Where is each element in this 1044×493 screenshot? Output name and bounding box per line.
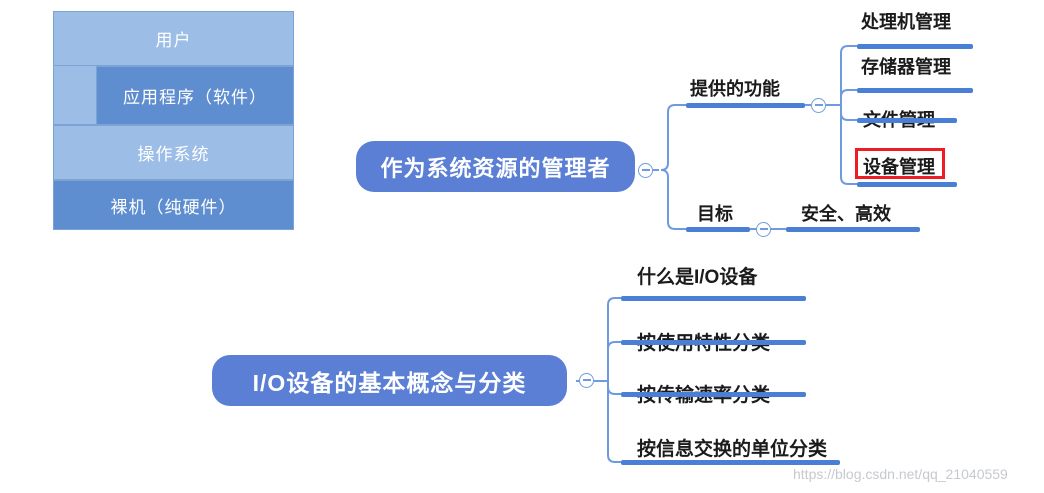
node-label-by-information-exchange-unit[interactable]: 按信息交换的单位分类 bbox=[637, 439, 828, 460]
layer-operating-system: 操作系统 bbox=[53, 125, 294, 180]
branch-bar-by-information-exchange-unit bbox=[621, 460, 840, 465]
layer-application-label: 应用程序（软件） bbox=[123, 88, 267, 107]
branch-bar-provided-functions bbox=[686, 103, 805, 108]
operating-system-layer-stack: 用户 应用程序（软件） 操作系统 裸机（纯硬件） bbox=[53, 11, 294, 230]
layer-bare-machine-label: 裸机（纯硬件） bbox=[110, 197, 237, 217]
node-label-what-is-io-device[interactable]: 什么是I/O设备 bbox=[637, 267, 758, 288]
collapse-icon-provided-functions[interactable] bbox=[811, 98, 826, 113]
collapse-icon-bottom-root[interactable] bbox=[579, 373, 594, 388]
layer-bare-machine: 裸机（纯硬件） bbox=[53, 180, 294, 230]
branch-bar-goal bbox=[686, 227, 750, 232]
mindmap-top-root-label: 作为系统资源的管理者 bbox=[380, 155, 611, 181]
branch-bar-file-management bbox=[857, 118, 957, 123]
branch-bar-storage-management bbox=[857, 88, 973, 93]
node-label-processor-management[interactable]: 处理机管理 bbox=[861, 12, 951, 32]
collapse-icon-goal[interactable] bbox=[756, 222, 771, 237]
node-label-goal[interactable]: 目标 bbox=[697, 204, 733, 224]
node-label-provided-functions[interactable]: 提供的功能 bbox=[690, 79, 780, 99]
collapse-icon-top-root[interactable] bbox=[638, 163, 653, 178]
node-label-device-management[interactable]: 设备管理 bbox=[863, 157, 935, 177]
node-label-storage-management[interactable]: 存储器管理 bbox=[861, 57, 951, 77]
layer-user-label: 用户 bbox=[155, 31, 192, 50]
branch-bar-by-usage-characteristics bbox=[621, 340, 806, 345]
branch-bar-what-is-io-device bbox=[621, 296, 806, 301]
node-label-safe-efficient[interactable]: 安全、高效 bbox=[801, 204, 891, 224]
layer-operating-system-label: 操作系统 bbox=[137, 145, 210, 164]
highlight-box-device-management bbox=[855, 148, 945, 179]
branch-bar-by-transfer-rate bbox=[621, 392, 806, 397]
branch-bar-processor-management bbox=[857, 44, 973, 49]
layer-application: 应用程序（软件） bbox=[96, 66, 294, 125]
mindmap-bottom-root-node[interactable]: I/O设备的基本概念与分类 bbox=[212, 355, 567, 406]
branch-bar-safe-efficient bbox=[786, 227, 920, 232]
layer-stack-notch bbox=[53, 66, 97, 125]
layer-user: 用户 bbox=[53, 11, 294, 66]
watermark: https://blog.csdn.net/qq_21040559 bbox=[793, 466, 1008, 482]
mindmap-bottom-root-label: I/O设备的基本概念与分类 bbox=[252, 369, 527, 396]
mindmap-top-root-node[interactable]: 作为系统资源的管理者 bbox=[356, 141, 635, 192]
branch-bar-device-management bbox=[857, 182, 957, 187]
